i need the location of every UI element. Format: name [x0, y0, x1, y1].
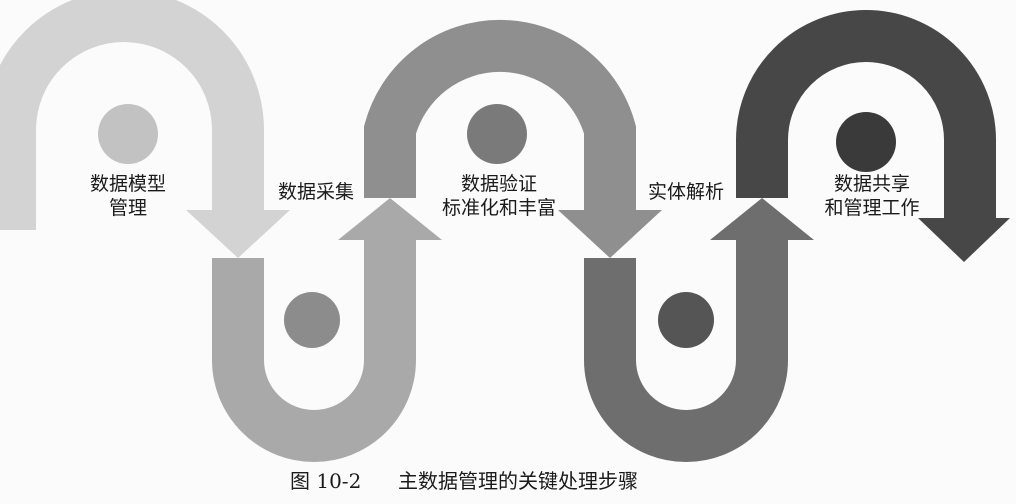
step-3-label-line-1: 数据验证 [461, 173, 537, 195]
ribbon-segment-2 [212, 240, 416, 462]
figure-caption: 图 10-2 主数据管理的关键处理步骤 [290, 469, 638, 493]
up-arrow-2 [338, 198, 442, 240]
step-2-label: 数据采集 [278, 181, 354, 203]
caption-title: 主数据管理的关键处理步骤 [398, 469, 638, 493]
ribbon-segment-4 [584, 240, 788, 462]
down-arrow-1 [186, 210, 290, 258]
down-arrow-3 [558, 210, 662, 258]
down-arrow-5 [918, 218, 1010, 262]
step-marker-1 [98, 104, 158, 164]
step-5-label-line-1: 数据共享 [834, 173, 910, 195]
step-4-label: 实体解析 [648, 181, 724, 203]
ribbon-segment-3 [364, 19, 636, 210]
step-1-label-line-2: 管理 [109, 197, 147, 219]
step-marker-2 [284, 292, 340, 348]
step-5-label-line-2: 和管理工作 [824, 197, 919, 219]
step-markers [98, 104, 896, 348]
caption-number: 图 10-2 [290, 469, 361, 493]
step-1-label-line-1: 数据模型 [90, 173, 166, 195]
step-marker-5 [836, 112, 896, 172]
process-ribbon [0, 0, 1010, 462]
step-3-label-line-2: 标准化和丰富 [442, 197, 556, 219]
step-marker-4 [658, 292, 714, 348]
step-marker-3 [467, 104, 527, 164]
step-labels: 数据模型 管理 数据采集 数据验证 标准化和丰富 实体解析 数据共享 和管理工作 [90, 173, 920, 219]
up-arrow-4 [710, 198, 814, 240]
ribbon-segment-5 [736, 10, 996, 218]
ribbon-segment-1 [0, 0, 264, 230]
